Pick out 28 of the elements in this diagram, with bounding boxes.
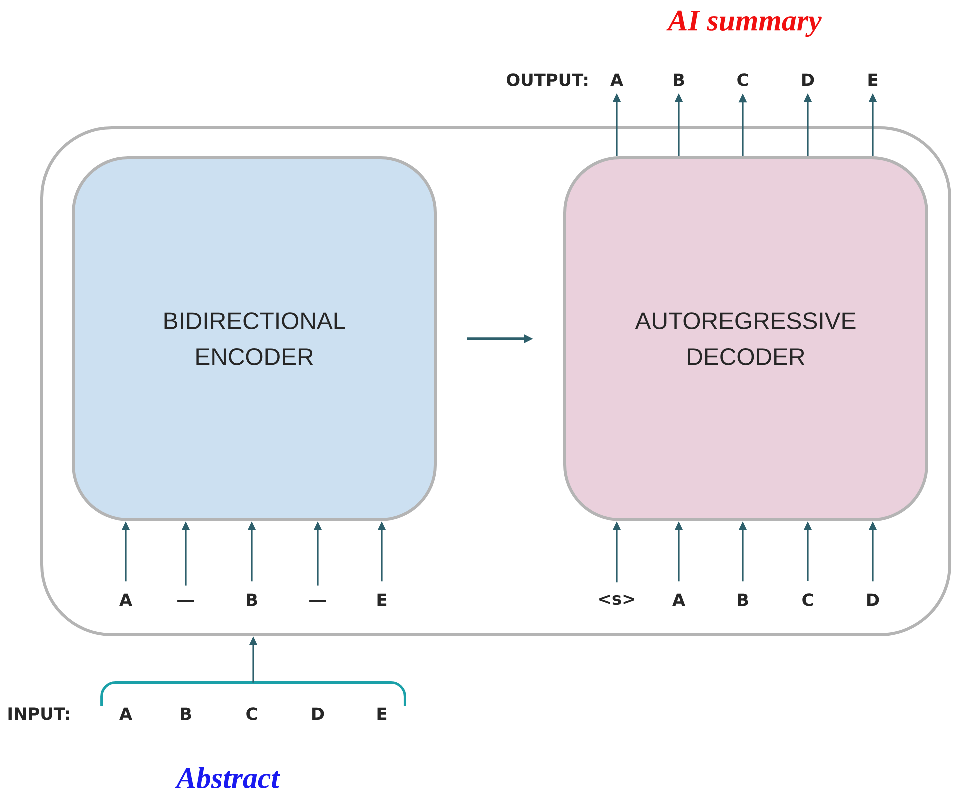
outer-frame [40,126,952,636]
row-label: OUTPUT: [507,74,588,86]
handwritten-title: AI summary [666,10,822,38]
token-label: E [868,74,878,86]
token-label: D [802,74,814,86]
decoder-box: AUTOREGRESSIVE DECODER [564,156,928,522]
token-label: __ [178,600,194,602]
token-label: A [610,74,624,86]
handwritten-title: Abstract [174,767,280,789]
token-label: C [246,708,258,720]
token-label: <s> [600,594,634,606]
token-label: D [868,594,880,606]
token-label: A [120,708,132,720]
token-label: B [247,594,258,606]
token-label: B [181,708,192,720]
token-label: E [378,708,387,720]
token-label: A [672,594,686,606]
encoder-box: BIDIRECTIONAL ENCODER [72,156,437,522]
token-label: __ [310,600,326,602]
token-label: A [120,594,132,606]
row-label: INPUT: [8,708,70,720]
token-label: B [674,74,684,86]
token-label: C [802,594,814,606]
token-label: C [738,74,748,86]
token-label: D [312,708,324,720]
bracket [100,682,406,706]
token-label: B [738,594,748,606]
token-label: E [378,594,387,606]
